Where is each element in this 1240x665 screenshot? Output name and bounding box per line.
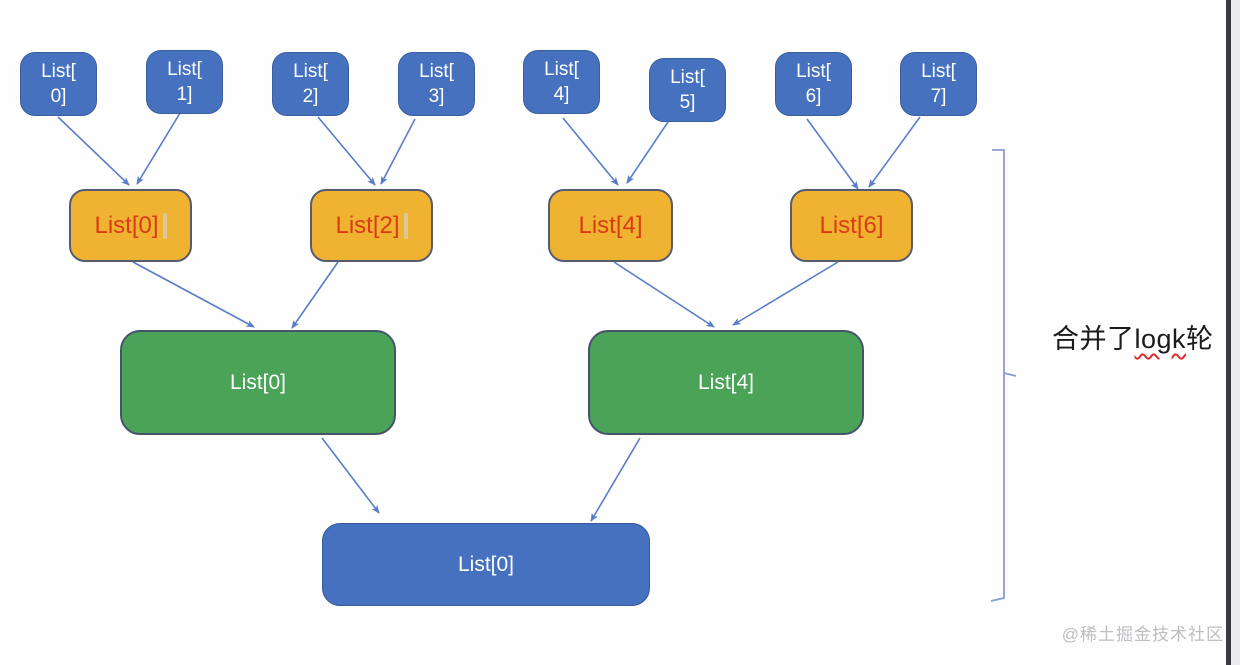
screen-edge-strip (1231, 0, 1240, 665)
node-label: List[4] (578, 211, 643, 239)
node-final-result: List[0] (322, 523, 650, 606)
node-label-line: 1] (176, 84, 193, 105)
annotation-text: 合并了logk轮 (1052, 317, 1214, 356)
node-source-list-2: List[ 2] (272, 52, 349, 116)
node-source-list-4: List[ 4] (523, 50, 600, 114)
node-label: List[6] (819, 211, 884, 239)
watermark: @稀土掘金技术社区 (1061, 625, 1224, 644)
node-label-line: List[ (419, 61, 454, 82)
annotation-misspelled-word: logk (1134, 324, 1187, 354)
node-label: List[0] (94, 211, 159, 239)
node-source-list-3: List[ 3] (398, 52, 475, 116)
arrow (562, 117, 619, 186)
node-label-line: List[ (293, 61, 328, 82)
node-label-line: List[ (796, 61, 831, 82)
bracket-spine (990, 149, 1005, 602)
merge-arrows (57, 112, 921, 522)
rounds-brace-bracket (990, 149, 1017, 602)
node-label-line: 2] (302, 86, 319, 107)
node-source-list-7: List[ 7] (900, 52, 977, 116)
node-label-line: List[ (670, 67, 705, 88)
node-round1-merge-0: List[0] (69, 189, 192, 262)
screen-edge-line (1226, 0, 1231, 665)
node-label-line: 3] (428, 86, 445, 107)
node-label-line: List[ (41, 61, 76, 82)
node-source-list-5: List[ 5] (649, 58, 726, 122)
arrow (317, 116, 376, 186)
node-round1-merge-3: List[6] (790, 189, 913, 262)
bracket-middle-tick (1003, 372, 1017, 377)
arrow (380, 118, 416, 185)
node-source-list-0: List[ 0] (20, 52, 97, 116)
arrow (868, 116, 921, 188)
arrow (806, 118, 859, 190)
node-round1-merge-1: List[2] (310, 189, 433, 262)
arrow (132, 261, 255, 328)
arrow (291, 261, 339, 329)
node-label-line: 0] (50, 86, 67, 107)
text-cursor-artifact (403, 212, 408, 239)
node-round2-merge-1: List[4] (588, 330, 864, 435)
node-label-line: 5] (679, 92, 696, 113)
arrow (321, 437, 380, 514)
node-label: List[0] (229, 370, 287, 394)
arrow (590, 437, 641, 522)
node-round2-merge-0: List[0] (120, 330, 396, 435)
node-source-list-6: List[ 6] (775, 52, 852, 116)
node-label-line: 7] (930, 86, 947, 107)
annotation-suffix: 轮 (1186, 324, 1214, 354)
node-label: List[0] (457, 552, 515, 576)
node-label-line: List[ (921, 61, 956, 82)
arrow (613, 261, 715, 328)
arrow (57, 116, 130, 186)
node-label: List[4] (697, 370, 755, 394)
node-label-line: List[ (167, 59, 202, 80)
arrow (732, 261, 839, 326)
node-label: List[2] (335, 211, 400, 239)
node-label-line: 6] (805, 86, 822, 107)
arrow (136, 112, 181, 185)
node-source-list-1: List[ 1] (146, 50, 223, 114)
node-label-line: List[ (544, 59, 579, 80)
node-label-line: 4] (553, 84, 570, 105)
arrow (626, 121, 669, 184)
annotation-prefix: 合并了 (1052, 324, 1135, 354)
text-cursor-artifact (162, 212, 167, 239)
node-round1-merge-2: List[4] (548, 189, 673, 262)
